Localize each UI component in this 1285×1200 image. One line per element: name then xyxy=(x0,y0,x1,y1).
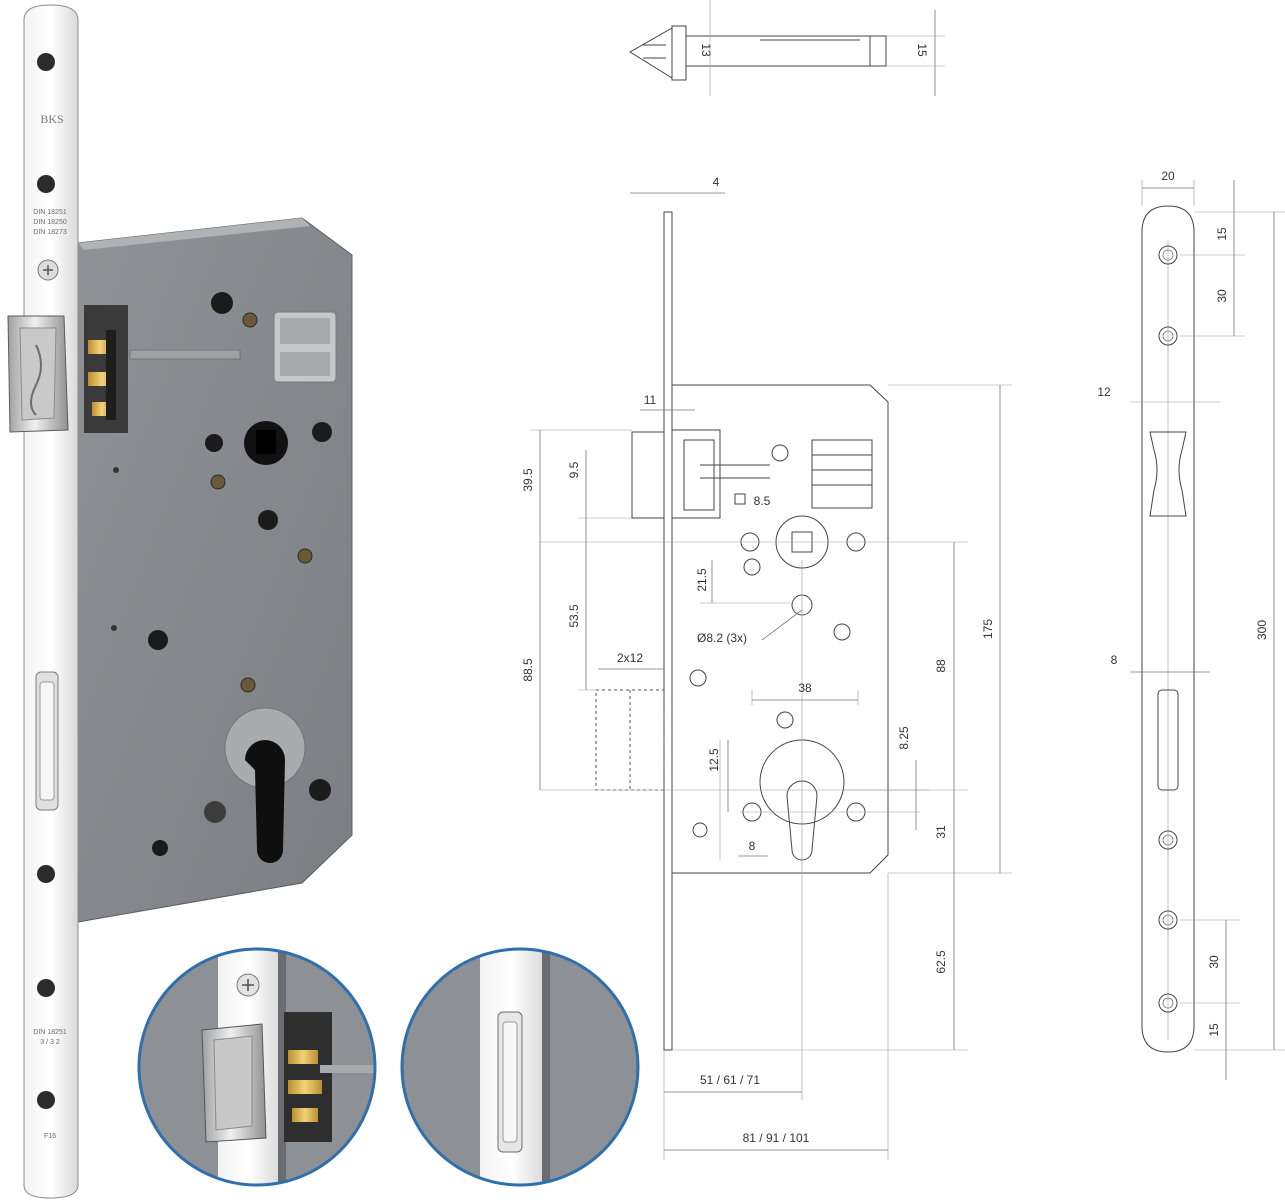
dim-latch-height: 39.5 xyxy=(521,468,535,492)
dim-screw-hole: Ø8.2 (3x) xyxy=(697,631,747,645)
dim-latch-offset: 11 xyxy=(644,393,657,407)
dim-latch-opening: 12 xyxy=(1097,385,1111,399)
dim-screw-spacing: 21.5 xyxy=(695,568,709,592)
dim-bottom-hole: 15 xyxy=(1207,1023,1221,1037)
dim-cylinder-distance: 88 xyxy=(934,659,948,673)
dim-latch-to-follower: 9.5 xyxy=(567,461,581,478)
dim-faceplate-thickness: 4 xyxy=(713,175,720,189)
dim-case-depths: 81 / 91 / 101 xyxy=(743,1131,810,1145)
faceplate-stamp-foot: F16 xyxy=(44,1133,56,1140)
faceplate-stamp-bottom-1: DIN 18251 xyxy=(33,1029,67,1036)
faceplate-photo: BKS DIN 18251 DIN 18250 DIN 18273 DIN 18… xyxy=(23,4,79,1199)
faceplate-logo: BKS xyxy=(40,112,63,126)
dim-follower-to-cylinder: 88.5 xyxy=(521,658,535,682)
detail-bolt-circle xyxy=(400,947,640,1187)
dim-latch-outer: 15 xyxy=(915,43,929,57)
faceplate-stamp-top-1: DIN 18251 xyxy=(33,209,67,216)
dim-follower-square: 8.5 xyxy=(754,494,771,508)
dim-top-hole: 15 xyxy=(1215,227,1229,241)
faceplate-view: 20 15 30 12 300 8 30 15 xyxy=(1097,169,1285,1080)
dim-cylinder-small: 8.25 xyxy=(897,726,911,750)
dim-backsets: 51 / 61 / 71 xyxy=(700,1073,760,1087)
side-view: 4 11 39.5 9.5 53.5 88.5 2x12 8.5 21.5 Ø8… xyxy=(521,175,1012,1160)
dim-follower-to-bolt: 53.5 xyxy=(567,604,581,628)
dim-bolt-opening: 8 xyxy=(1111,653,1118,667)
faceplate-stamp-bottom-2: 3 / 3 2 xyxy=(40,1039,60,1046)
detail-latch-circle xyxy=(137,947,377,1187)
dim-cylinder-width: 38 xyxy=(798,681,812,695)
dim-cylinder-offset: 12.5 xyxy=(707,748,721,772)
dim-cylinder-lower: 31 xyxy=(934,825,948,839)
dim-latch-height: 13 xyxy=(699,43,713,57)
dim-plate-width: 20 xyxy=(1161,169,1175,183)
dim-hole-spacing-bottom: 30 xyxy=(1207,955,1221,969)
dim-hole-spacing-top: 30 xyxy=(1215,289,1229,303)
dim-lower-plate: 62.5 xyxy=(934,950,948,974)
lock-photo xyxy=(77,217,353,923)
faceplate-stamp-top-2: DIN 18250 xyxy=(33,219,67,226)
faceplate-stamp-top-3: DIN 18273 xyxy=(33,229,67,236)
dim-total-length: 300 xyxy=(1255,620,1269,640)
dim-cylinder-gap: 8 xyxy=(749,839,756,853)
dim-case-height: 175 xyxy=(981,619,995,639)
latch-bolt-photo xyxy=(7,315,69,433)
latch-top-view: 13 15 xyxy=(629,0,945,96)
dim-bolt-size: 2x12 xyxy=(617,651,643,665)
